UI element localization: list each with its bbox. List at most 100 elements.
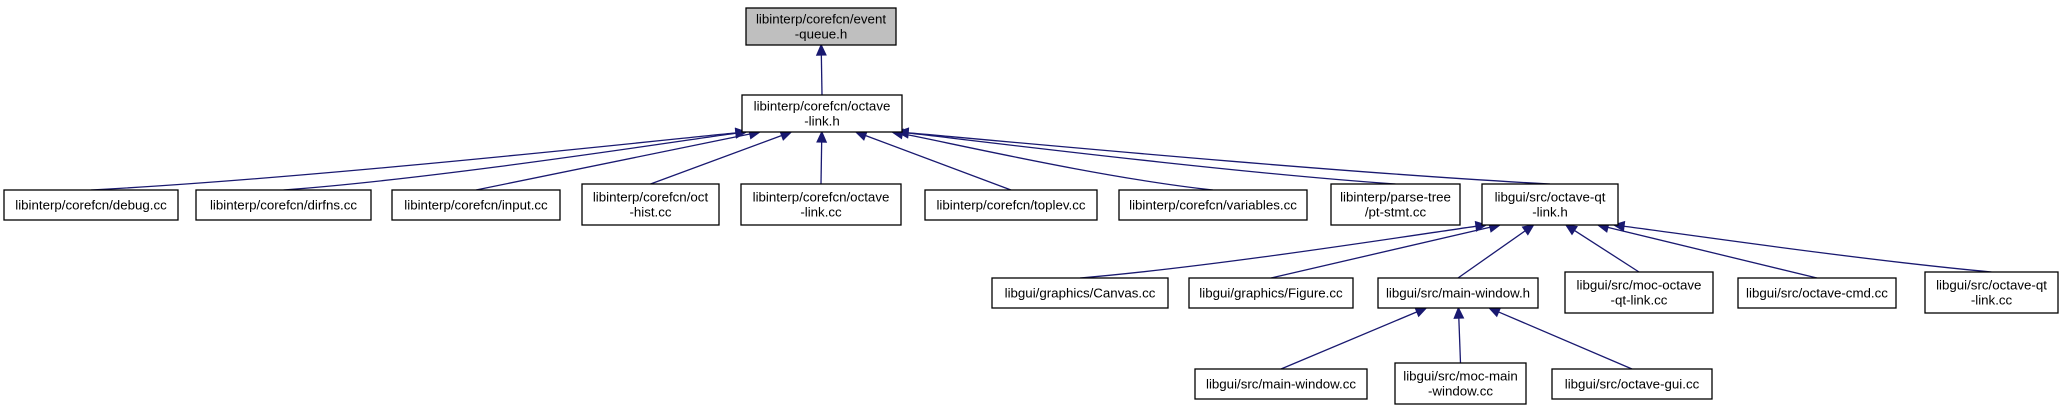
edge-line xyxy=(1458,317,1462,364)
node-label: libinterp/corefcn/debug.cc xyxy=(15,198,167,213)
edge-debug-to-octave_link_h xyxy=(90,127,748,191)
node-label: libgui/graphics/Figure.cc xyxy=(1199,286,1343,301)
edge-line xyxy=(907,132,1396,185)
node-main-window-h[interactable]: libgui/src/main-window.h xyxy=(1377,277,1539,309)
edge-arrowhead xyxy=(734,127,748,139)
node-debug[interactable]: libinterp/corefcn/debug.cc xyxy=(3,189,179,221)
edge-line xyxy=(1280,311,1418,370)
node-moc-octave-qt-link[interactable]: libgui/src/moc-octave-qt-link.cc xyxy=(1564,271,1714,314)
node-label: libgui/src/moc-main xyxy=(1403,369,1518,384)
edge-arrowhead xyxy=(1487,307,1502,318)
node-label: libgui/src/main-window.cc xyxy=(1206,377,1356,392)
node-canvas[interactable]: libgui/graphics/Canvas.cc xyxy=(991,277,1169,309)
node-label: libinterp/corefcn/event xyxy=(756,12,886,27)
node-box xyxy=(745,7,897,46)
node-box xyxy=(195,189,372,221)
edge-line xyxy=(283,132,737,191)
node-label: libgui/src/octave-qt xyxy=(1495,190,1606,205)
node-box xyxy=(741,94,903,133)
node-label: /pt-stmt.cc xyxy=(1365,205,1427,220)
node-variables[interactable]: libinterp/corefcn/variables.cc xyxy=(1118,189,1308,221)
edge-main_window_cc-to-main_window_h xyxy=(1280,307,1428,370)
node-box xyxy=(1188,277,1354,309)
node-octave-qt-link-h[interactable]: libgui/src/octave-qt-link.h xyxy=(1481,183,1619,226)
node-label: libgui/graphics/Canvas.cc xyxy=(1005,286,1156,301)
node-octave-gui[interactable]: libgui/src/octave-gui.cc xyxy=(1551,368,1713,400)
edge-line xyxy=(1457,230,1526,279)
node-box xyxy=(991,277,1169,309)
node-box xyxy=(581,183,720,226)
node-label: libgui/src/main-window.h xyxy=(1386,286,1530,301)
edge-line xyxy=(1270,226,1491,279)
edge-arrowhead xyxy=(896,127,910,139)
node-box xyxy=(1330,183,1461,226)
node-box xyxy=(1194,368,1368,400)
node-label: -link.h xyxy=(1532,205,1567,220)
node-moc-main-window[interactable]: libgui/src/moc-main-window.cc xyxy=(1394,362,1527,405)
edge-line xyxy=(820,54,823,96)
node-box xyxy=(1924,271,2059,314)
edge-octave_link_h-to-event_queue xyxy=(815,43,827,96)
node-figure[interactable]: libgui/graphics/Figure.cc xyxy=(1188,277,1354,309)
node-box xyxy=(1551,368,1713,400)
edge-arrowhead xyxy=(1564,224,1578,236)
edge-canvas-to-octave_qt_link_h xyxy=(1079,220,1488,279)
node-box xyxy=(1564,271,1714,314)
node-label: libinterp/corefcn/oct xyxy=(593,190,709,205)
edge-line xyxy=(90,132,737,191)
edge-line xyxy=(1498,311,1633,370)
edge-arrowhead xyxy=(1521,224,1535,236)
edge-line xyxy=(1079,225,1477,279)
edge-line xyxy=(1607,226,1818,279)
edge-arrowhead xyxy=(815,43,827,56)
node-main-window-cc[interactable]: libgui/src/main-window.cc xyxy=(1194,368,1368,400)
node-label: -queue.h xyxy=(795,27,848,42)
edge-line xyxy=(907,132,1551,185)
edge-line xyxy=(865,134,1012,191)
node-label: libinterp/corefcn/octave xyxy=(754,99,891,114)
node-label: libgui/src/octave-cmd.cc xyxy=(1746,286,1888,301)
node-toplev[interactable]: libinterp/corefcn/toplev.cc xyxy=(924,189,1098,221)
node-label: libinterp/corefcn/octave xyxy=(753,190,890,205)
node-input[interactable]: libinterp/corefcn/input.cc xyxy=(391,189,561,221)
node-box xyxy=(1377,277,1539,309)
edge-octave_cmd-to-octave_qt_link_h xyxy=(1596,222,1818,279)
node-box xyxy=(3,189,179,221)
edge-arrowhead xyxy=(1453,306,1465,319)
node-label: -link.h xyxy=(804,114,839,129)
edge-line xyxy=(1623,225,1992,273)
node-label: libgui/src/octave-qt xyxy=(1936,278,2047,293)
node-label: -window.cc xyxy=(1428,384,1493,399)
edge-octave_link_cc-to-octave_link_h xyxy=(816,130,828,185)
node-dirfns[interactable]: libinterp/corefcn/dirfns.cc xyxy=(195,189,372,221)
edge-variables-to-octave_link_h xyxy=(890,128,1214,191)
edge-dirfns-to-octave_link_h xyxy=(283,127,748,191)
node-label: -qt-link.cc xyxy=(1611,293,1668,308)
node-box xyxy=(1394,362,1527,405)
edge-line xyxy=(650,134,782,185)
node-label: -link.cc xyxy=(1971,293,2013,308)
edge-oct_hist-to-octave_link_h xyxy=(650,130,793,185)
node-box xyxy=(924,189,1098,221)
edge-moc_main_window-to-main_window_h xyxy=(1453,306,1465,364)
edge-arrowhead xyxy=(1474,220,1488,232)
node-box xyxy=(740,183,902,226)
edge-main_window_h-to-octave_qt_link_h xyxy=(1457,224,1535,279)
node-oct-hist[interactable]: libinterp/corefcn/oct-hist.cc xyxy=(581,183,720,226)
node-pt-stmt[interactable]: libinterp/parse-tree/pt-stmt.cc xyxy=(1330,183,1461,226)
edge-arrowhead xyxy=(1414,307,1428,318)
edge-octave_qt_link_cc-to-octave_qt_link_h xyxy=(1612,220,1992,273)
node-label: libinterp/corefcn/dirfns.cc xyxy=(210,198,357,213)
node-octave-cmd[interactable]: libgui/src/octave-cmd.cc xyxy=(1737,277,1897,309)
node-octave-link-h[interactable]: libinterp/corefcn/octave-link.h xyxy=(741,94,903,133)
edge-octave_qt_link_h-to-octave_link_h xyxy=(896,127,1551,185)
node-label: libgui/src/moc-octave xyxy=(1577,278,1702,293)
node-box xyxy=(1118,189,1308,221)
edge-moc_octave_qt_link-to-octave_qt_link_h xyxy=(1564,224,1640,273)
node-octave-qt-link-cc[interactable]: libgui/src/octave-qt-link.cc xyxy=(1924,271,2059,314)
node-label: libinterp/corefcn/input.cc xyxy=(404,198,548,213)
node-octave-link-cc[interactable]: libinterp/corefcn/octave-link.cc xyxy=(740,183,902,226)
edge-line xyxy=(902,133,1214,191)
node-label: -hist.cc xyxy=(629,205,671,220)
